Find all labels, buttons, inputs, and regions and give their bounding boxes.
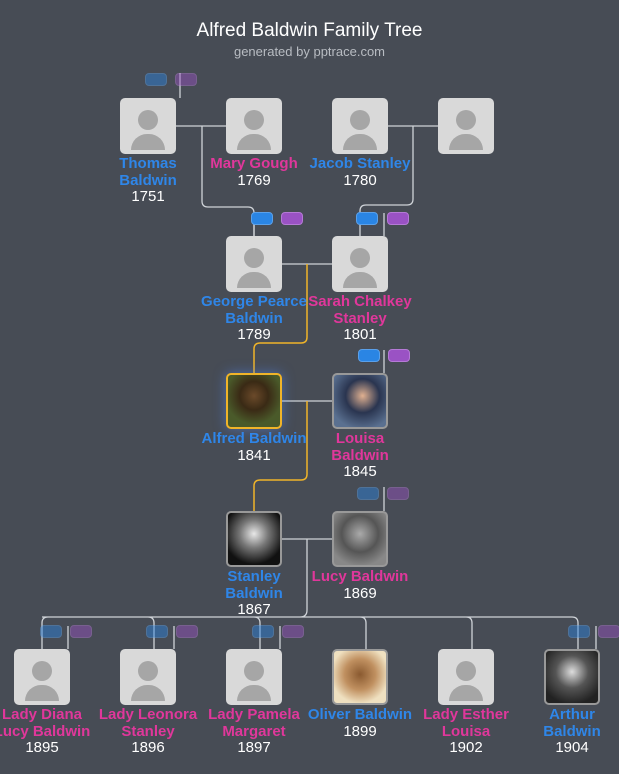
add-father-button[interactable] xyxy=(568,625,590,638)
avatar-placeholder-icon[interactable] xyxy=(120,98,176,154)
birth-year: 1845 xyxy=(343,463,377,480)
avatar-placeholder-icon[interactable] xyxy=(120,649,176,705)
avatar-placeholder-icon[interactable] xyxy=(438,98,494,154)
birth-year: 1801 xyxy=(343,326,377,343)
add-mother-button[interactable] xyxy=(282,625,304,638)
birth-year: 1869 xyxy=(343,584,377,602)
add-father-button[interactable] xyxy=(357,487,379,500)
add-father-button[interactable] xyxy=(145,73,167,86)
person-name: Oliver Baldwin xyxy=(307,706,413,723)
person-photo[interactable] xyxy=(544,649,600,705)
person-name: Thomas Baldwin xyxy=(119,155,177,189)
person-name: Louisa Baldwin xyxy=(331,430,389,464)
person-name: Arthur Baldwin xyxy=(543,706,601,740)
add-mother-button[interactable] xyxy=(388,349,410,362)
person-name: Stanley Baldwin xyxy=(225,568,283,602)
person-node-unknown[interactable] xyxy=(413,98,519,154)
lineage-line xyxy=(253,401,308,511)
add-mother-button[interactable] xyxy=(387,212,409,225)
person-name: Lady Diana Lucy Baldwin xyxy=(0,706,91,740)
person-photo[interactable] xyxy=(226,511,282,567)
birth-year: 1780 xyxy=(343,171,377,189)
person-name: Jacob Stanley xyxy=(309,155,411,172)
person-name: Lady Pamela Margaret xyxy=(208,706,300,740)
add-mother-button[interactable] xyxy=(176,625,198,638)
add-father-button[interactable] xyxy=(146,625,168,638)
birth-year: 1769 xyxy=(237,171,271,189)
avatar-placeholder-icon[interactable] xyxy=(226,649,282,705)
descent-line xyxy=(359,126,414,236)
person-name: Lady Leonora Stanley xyxy=(98,706,198,740)
page-title: Alfred Baldwin Family Tree xyxy=(196,20,423,41)
add-mother-button[interactable] xyxy=(598,625,619,638)
person-name: Sarah Chalkey Stanley xyxy=(308,293,412,327)
person-name: George Pearce Baldwin xyxy=(201,293,307,327)
avatar-placeholder-icon[interactable] xyxy=(438,649,494,705)
birth-year: 1841 xyxy=(237,446,271,464)
descent-line xyxy=(201,126,255,236)
add-mother-button[interactable] xyxy=(70,625,92,638)
lineage-line xyxy=(253,264,308,373)
person-photo[interactable] xyxy=(332,373,388,429)
add-father-button[interactable] xyxy=(358,349,380,362)
person-name: Lady Esther Louisa xyxy=(423,706,509,740)
birth-year: 1899 xyxy=(343,722,377,740)
avatar-placeholder-icon[interactable] xyxy=(226,236,282,292)
add-father-button[interactable] xyxy=(40,625,62,638)
avatar-placeholder-icon[interactable] xyxy=(332,98,388,154)
person-name: Mary Gough xyxy=(210,155,298,172)
avatar-placeholder-icon[interactable] xyxy=(14,649,70,705)
birth-year: 1904 xyxy=(555,739,589,756)
birth-year: 1902 xyxy=(449,739,483,756)
person-photo[interactable] xyxy=(332,649,388,705)
birth-year: 1895 xyxy=(25,739,59,756)
birth-year: 1896 xyxy=(131,739,165,756)
add-father-button[interactable] xyxy=(356,212,378,225)
add-father-button[interactable] xyxy=(252,625,274,638)
add-mother-button[interactable] xyxy=(387,487,409,500)
birth-year: 1867 xyxy=(237,601,271,618)
add-mother-button[interactable] xyxy=(175,73,197,86)
person-name: Lucy Baldwin xyxy=(311,568,409,585)
person-photo[interactable] xyxy=(332,511,388,567)
avatar-placeholder-icon[interactable] xyxy=(332,236,388,292)
birth-year: 1751 xyxy=(131,188,165,205)
add-mother-button[interactable] xyxy=(281,212,303,225)
page-subtitle: generated by pptrace.com xyxy=(233,44,386,59)
avatar-placeholder-icon[interactable] xyxy=(226,98,282,154)
person-name: Alfred Baldwin xyxy=(201,430,307,447)
person-photo[interactable] xyxy=(226,373,282,429)
children-bus xyxy=(41,539,579,649)
birth-year: 1789 xyxy=(237,326,271,343)
birth-year: 1897 xyxy=(237,739,271,756)
add-father-button[interactable] xyxy=(251,212,273,225)
